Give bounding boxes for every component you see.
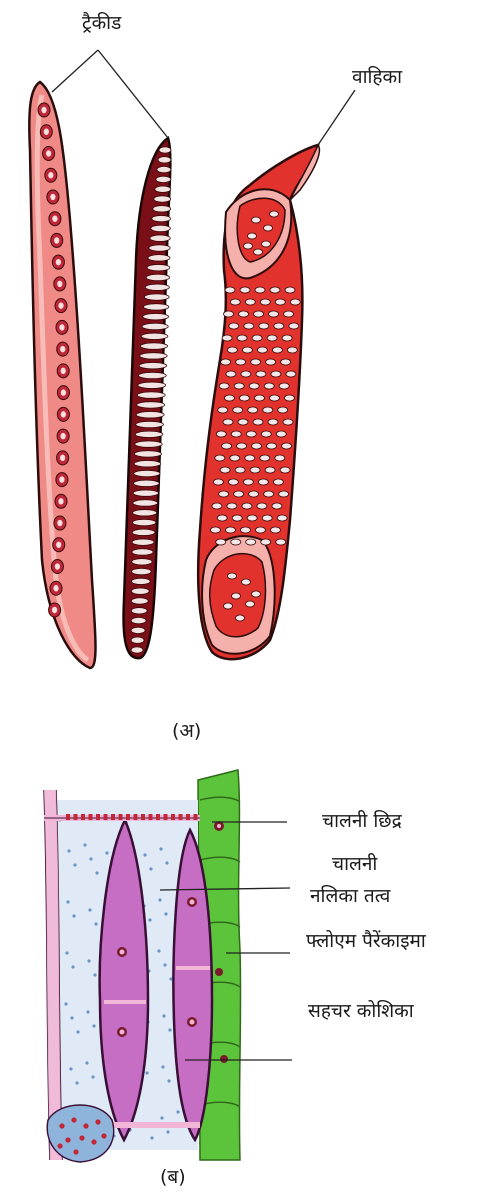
strand-dot	[169, 977, 172, 980]
sieve-pore	[171, 814, 175, 820]
sieve-pore	[194, 814, 198, 820]
strand-dot	[65, 951, 68, 954]
sieve-pore	[111, 814, 115, 820]
strand-dot	[168, 1028, 171, 1031]
strand-dot	[67, 849, 70, 852]
strand-dot	[161, 1065, 164, 1068]
strand-dot	[163, 963, 166, 966]
strand-dot	[89, 857, 92, 860]
strand-dot	[160, 1116, 163, 1119]
sieve-pore	[65, 1137, 70, 1142]
sieve-pore	[59, 1123, 64, 1128]
strand-dot	[72, 914, 75, 917]
strand-dot	[94, 922, 97, 925]
strand-dot	[71, 965, 74, 968]
label-sieve-pores: चालनी छिद्र	[322, 810, 402, 832]
sieve-pore	[71, 1117, 76, 1122]
strand-dot	[164, 912, 167, 915]
strand-dot	[166, 1130, 169, 1133]
strand-dot	[66, 900, 69, 903]
strand-dot	[157, 949, 160, 952]
strand-dot	[92, 1024, 95, 1027]
strand-dot	[86, 1010, 89, 1013]
sieve-pore	[119, 814, 123, 820]
strand-dot	[73, 863, 76, 866]
sieve-pore	[57, 1143, 62, 1148]
strand-dot	[88, 908, 91, 911]
strand-dot	[69, 1067, 72, 1070]
caption-b: (ब)	[160, 1166, 186, 1188]
sieve-pore	[186, 814, 190, 820]
sieve-pore	[74, 814, 78, 820]
sieve-pore	[66, 814, 70, 820]
strand-dot	[76, 1030, 79, 1033]
sieve-pore	[91, 1139, 96, 1144]
sieve-pore	[89, 814, 93, 820]
sieve-pore	[95, 1119, 100, 1124]
sieve-pore	[104, 814, 108, 820]
strand-dot	[148, 918, 151, 921]
label-sieve-tube-line1: चालनी	[332, 853, 377, 875]
sieve-pore	[83, 1123, 88, 1128]
sieve-pore	[81, 814, 85, 820]
strand-dot	[167, 1079, 170, 1082]
strand-dot	[85, 1061, 88, 1064]
sieve-pore	[73, 1149, 78, 1154]
strand-dot	[149, 867, 152, 870]
strand-dot	[159, 847, 162, 850]
strand-dot	[162, 1014, 165, 1017]
strand-dot	[93, 973, 96, 976]
sieve-pore	[149, 814, 153, 820]
sieve-pore	[126, 814, 130, 820]
strand-dot	[143, 853, 146, 856]
sieve-pore	[134, 814, 138, 820]
sieve-pore	[101, 1133, 106, 1138]
sieve-pore	[79, 1135, 84, 1140]
strand-dot	[75, 1081, 78, 1084]
strand-dot	[91, 1075, 94, 1078]
sieve-pore	[164, 814, 168, 820]
sieve-pore	[156, 814, 160, 820]
label-sieve-tube-line2: नलिका तत्व	[310, 885, 390, 907]
strand-dot	[176, 1110, 179, 1113]
strand-dot	[70, 1016, 73, 1019]
strand-dot	[145, 1071, 148, 1074]
sieve-pore	[179, 814, 183, 820]
label-companion-cell: सहचर कोशिका	[308, 1000, 414, 1022]
strand-dot	[87, 959, 90, 962]
sieve-pore	[96, 814, 100, 820]
strand-dot	[150, 1136, 153, 1139]
strand-dot	[83, 843, 86, 846]
strand-dot	[158, 898, 161, 901]
strand-dot	[64, 1002, 67, 1005]
strand-dot	[165, 861, 168, 864]
sieve-pore	[141, 814, 145, 820]
label-phloem-parenchyma: फ्लोएम पैरेंकाइमा	[306, 930, 426, 952]
strand-dot	[105, 851, 108, 854]
strand-dot	[95, 871, 98, 874]
